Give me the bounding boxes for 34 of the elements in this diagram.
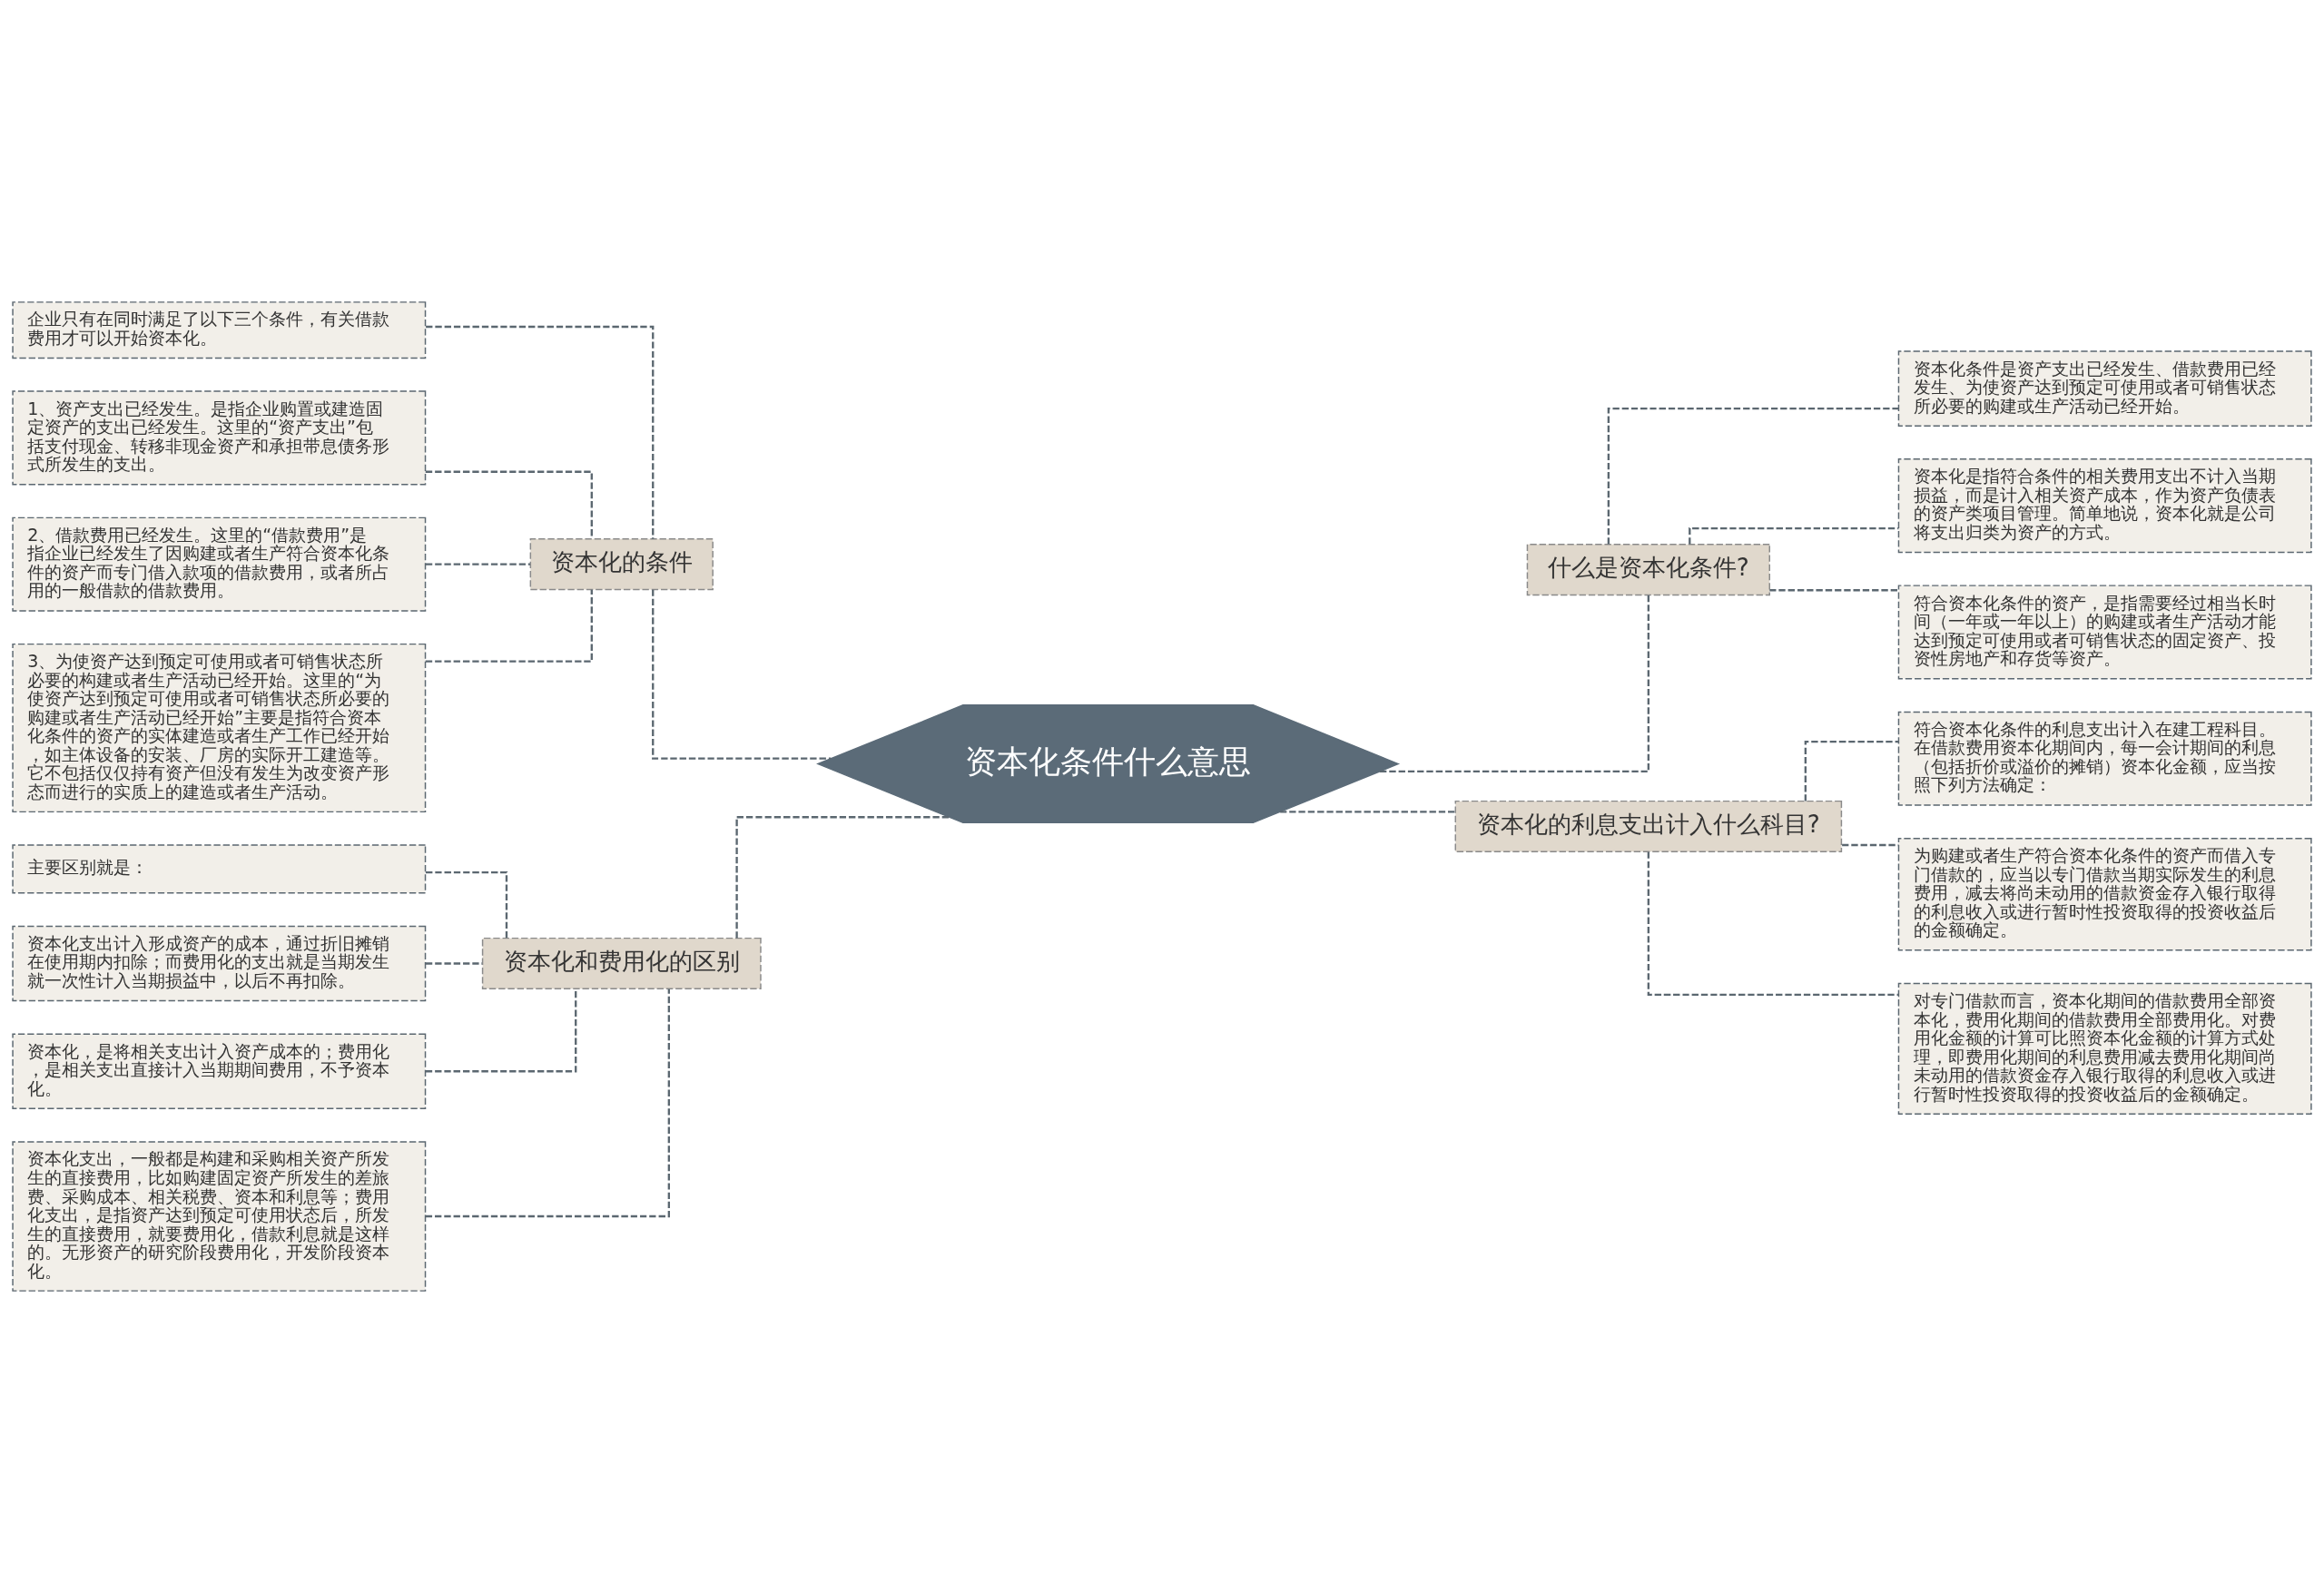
- node-box: 资本化的利息支出计入什么科目?: [1454, 800, 1843, 853]
- connector: [1280, 811, 1456, 813]
- node-box: 资本化支出，一般都是构建和采购相关资产所发生的直接费用，比如购建固定资产所发生的差旅费、采购成本、相关税费、资本和利息等；费用化支出，是指资产达到预定可使用状态后，所发生的直接费用，就要费用化，借款利息就是这样的。无形资产的研究阶段费用化，开发阶段资本化。: [12, 1141, 427, 1292]
- connector: [425, 870, 508, 939]
- node-box: 3、为使资产达到预定可使用或者可销售状态所必要的构建或者生产活动已经开始。这里的“为使资产达到预定可使用或者可销售状态所必要的购建或者生产活动已经开始”主要是指符合资本化条件的资产的实体建造或者生产工作已经开始，如主体设备的安装、厂房的实际开工建造等。它不包括仅仅持有资产但没有发生为改变资产形态而进行的实质上的建造或者生产活动。: [12, 643, 427, 813]
- node-box: 资本化，是将相关支出计入资产成本的；费用化，是相关支出直接计入当期期间费用，不予资本化。: [12, 1033, 427, 1110]
- connector: [1607, 407, 1899, 545]
- connector: [1769, 589, 1899, 592]
- node-box: 为购建或者生产符合资本化条件的资产而借入专门借款的，应当以专门借款当期实际发生的利息费用，减去将尚未动用的借款资金存入银行取得的利息收入或进行暂时性投资取得的投资收益后的金额确定。: [1897, 837, 2312, 951]
- node-box: 资本化条件是资产支出已经发生、借款费用已经发生、为使资产达到预定可使用或者可销售状态所必要的购建或生产活动已经开始。: [1897, 350, 2312, 427]
- connector: [425, 988, 670, 1218]
- connector: [426, 325, 655, 539]
- node-box: 2、借款费用已经发生。这里的“借款费用”是指企业已经发生了因购建或者生产符合资本化条件的资产而专门借入款项的借款费用，或者所占用的一般借款的借款费用。: [12, 516, 427, 612]
- node-box: 符合资本化条件的资产，是指需要经过相当长时间（一年或一年以上）的购建或者生产活动才能达到预定可使用或者可销售状态的固定资产、投资性房地产和存货等资产。: [1897, 585, 2312, 680]
- connector: [425, 988, 577, 1073]
- node-box: 什么是资本化条件?: [1526, 543, 1770, 596]
- connector: [1647, 851, 1899, 997]
- connector: [425, 962, 483, 965]
- connector: [425, 589, 593, 663]
- node-box: 企业只有在同时满足了以下三个条件，有关借款费用才可以开始资本化。: [12, 301, 427, 359]
- connector: [652, 589, 832, 760]
- connector: [1804, 740, 1899, 801]
- node-box: 资本化的条件: [529, 538, 714, 591]
- node-box: 资本化支出计入形成资产的成本，通过折旧摊销在使用期内扣除；而费用化的支出就是当期发生就一次性计入当期损益中，以后不再扣除。: [12, 925, 427, 1002]
- node-box: 对专门借款而言，资本化期间的借款费用全部资本化，费用化期间的借款费用全部费用化。对费用化金额的计算可比照资本化金额的计算方式处理，即费用化期间的利息费用减去费用化期间尚未动用的借款资金存入银行取得的利息收入或进行暂时性投资取得的投资收益后的金额确定。: [1897, 982, 2312, 1115]
- node-box: 资本化是指符合条件的相关费用支出不计入当期损益，而是计入相关资产成本，作为资产负债表的资产类项目管理。简单地说，资本化就是公司将支出归类为资产的方式。: [1897, 458, 2312, 554]
- connector: [735, 816, 950, 939]
- connector: [1380, 595, 1650, 773]
- connector: [1689, 526, 1899, 545]
- node-box: 符合资本化条件的利息支出计入在建工程科目。在借款费用资本化期间内，每一会计期间的利息（包括折价或溢价的摊销）资本化金额，应当按照下列方法确定：: [1897, 711, 2312, 806]
- node-box: 资本化和费用化的区别: [481, 937, 762, 990]
- node-box: 1、资产支出已经发生。是指企业购置或建造固定资产的支出已经发生。这里的“资产支出”包括支付现金、转移非现金资产和承担带息债务形式所发生的支出。: [12, 390, 427, 486]
- node-box: 主要区别就是：: [12, 844, 427, 894]
- connector: [425, 563, 530, 565]
